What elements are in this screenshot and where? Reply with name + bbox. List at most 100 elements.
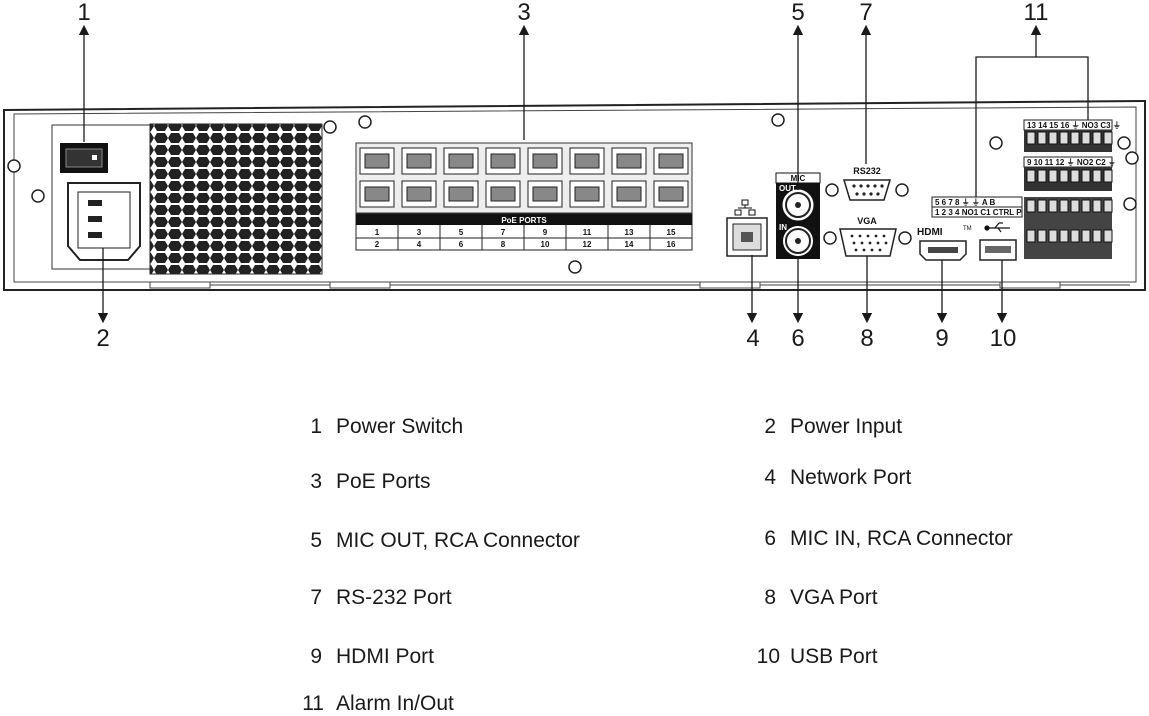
poe-port-number: 15 xyxy=(667,228,676,237)
alarm-terminal xyxy=(1092,199,1102,213)
alarm-terminal xyxy=(1103,169,1113,183)
poe-port xyxy=(527,147,563,175)
poe-port xyxy=(359,147,395,175)
alarm-terminal xyxy=(1026,169,1036,183)
poe-port xyxy=(527,180,563,208)
poe-port-number: 3 xyxy=(417,228,422,237)
alarm-terminal xyxy=(1103,229,1113,243)
fan-grille xyxy=(149,123,323,275)
poe-port-number: 11 xyxy=(583,228,592,237)
poe-port xyxy=(569,147,605,175)
alarm-terminal xyxy=(1092,229,1102,243)
alarm-terminal xyxy=(1048,131,1058,145)
rs232-label: RS232 xyxy=(853,166,881,176)
alarm-terminal xyxy=(1059,131,1069,145)
alarm-terminal xyxy=(1103,131,1113,145)
alarm-terminal xyxy=(1048,169,1058,183)
alarm-terminal xyxy=(1037,229,1047,243)
poe-port xyxy=(653,180,689,208)
poe-port xyxy=(401,147,437,175)
alarm-terminal xyxy=(1059,229,1069,243)
poe-port-number: 10 xyxy=(541,240,550,249)
alarm-terminal xyxy=(1092,131,1102,145)
poe-port xyxy=(653,147,689,175)
alarm-terminal xyxy=(1081,229,1091,243)
poe-port-number: 13 xyxy=(625,228,634,237)
alarm-terminal xyxy=(1059,199,1069,213)
callout-11: 11 xyxy=(1024,0,1049,26)
poe-port-number: 12 xyxy=(583,240,592,249)
poe-port-number: 4 xyxy=(417,240,422,249)
poe-port xyxy=(443,180,479,208)
alarm-terminal xyxy=(1026,199,1036,213)
alarm-terminal xyxy=(1103,199,1113,213)
poe-port-number: 14 xyxy=(625,240,634,249)
callout-4: 4 xyxy=(746,325,759,352)
alarm-terminal xyxy=(1081,131,1091,145)
callout-6: 6 xyxy=(791,325,804,352)
poe-port xyxy=(359,180,395,208)
poe-title: PoE PORTS xyxy=(501,216,547,225)
rs232-port: RS232 xyxy=(842,166,892,201)
poe-port-number: 1 xyxy=(375,228,380,237)
callout-10: 10 xyxy=(990,325,1017,352)
alarm-terminal xyxy=(1070,169,1080,183)
alarm-terminal xyxy=(1081,169,1091,183)
alarm-terminal xyxy=(1070,199,1080,213)
hdmi-port: HDMI TM xyxy=(917,226,972,261)
alarm-label-row4: 1 2 3 4 NO1 C1 CTRL P xyxy=(935,208,1022,217)
alarm-terminal xyxy=(1092,169,1102,183)
alarm-label-row2: 9 10 11 12 ⏚ NO2 C2 ⏚ xyxy=(1027,158,1116,167)
poe-port xyxy=(485,147,521,175)
callout-lines xyxy=(78,24,1089,324)
poe-port xyxy=(611,180,647,208)
callout-7: 7 xyxy=(859,0,872,26)
hdmi-tm: TM xyxy=(963,226,972,232)
poe-port-number: 9 xyxy=(543,228,548,237)
poe-port-number: 16 xyxy=(667,240,676,249)
poe-port-number: 8 xyxy=(501,240,506,249)
alarm-terminal xyxy=(1048,199,1058,213)
alarm-terminal xyxy=(1026,131,1036,145)
callout-3: 3 xyxy=(517,0,530,26)
poe-port-number: 7 xyxy=(501,228,506,237)
poe-port-number: 5 xyxy=(459,228,464,237)
callout-2: 2 xyxy=(96,325,109,352)
alarm-terminal xyxy=(1070,229,1080,243)
alarm-terminal xyxy=(1081,199,1091,213)
alarm-terminal xyxy=(1037,131,1047,145)
poe-port xyxy=(569,180,605,208)
alarm-terminal xyxy=(1059,169,1069,183)
vga-label: VGA xyxy=(857,216,877,226)
alarm-terminal xyxy=(1037,169,1047,183)
alarm-label-row1: 13 14 15 16 ⏚ NO3 C3 ⏚ xyxy=(1027,121,1121,130)
alarm-terminal xyxy=(1037,199,1047,213)
callout-9: 9 xyxy=(935,325,948,352)
mic-in-label: IN xyxy=(779,223,787,232)
vga-port: VGA xyxy=(839,216,897,257)
alarm-terminal xyxy=(1026,229,1036,243)
alarm-label-row3: 5 6 7 8 ⏚ ⏚ A B xyxy=(935,198,996,207)
usb-icon xyxy=(984,222,1010,233)
hdmi-label: HDMI xyxy=(917,227,943,238)
poe-port-number: 2 xyxy=(375,240,380,249)
poe-port xyxy=(485,180,521,208)
callout-8: 8 xyxy=(860,325,873,352)
alarm-terminal xyxy=(1048,229,1058,243)
poe-port xyxy=(401,180,437,208)
alarm-io: 13 14 15 16 ⏚ NO3 C3 ⏚ 9 10 11 12 ⏚ NO2 … xyxy=(931,119,1121,259)
mic-out-label: OUT xyxy=(779,184,796,193)
network-port xyxy=(726,199,768,257)
callout-1: 1 xyxy=(77,0,90,26)
